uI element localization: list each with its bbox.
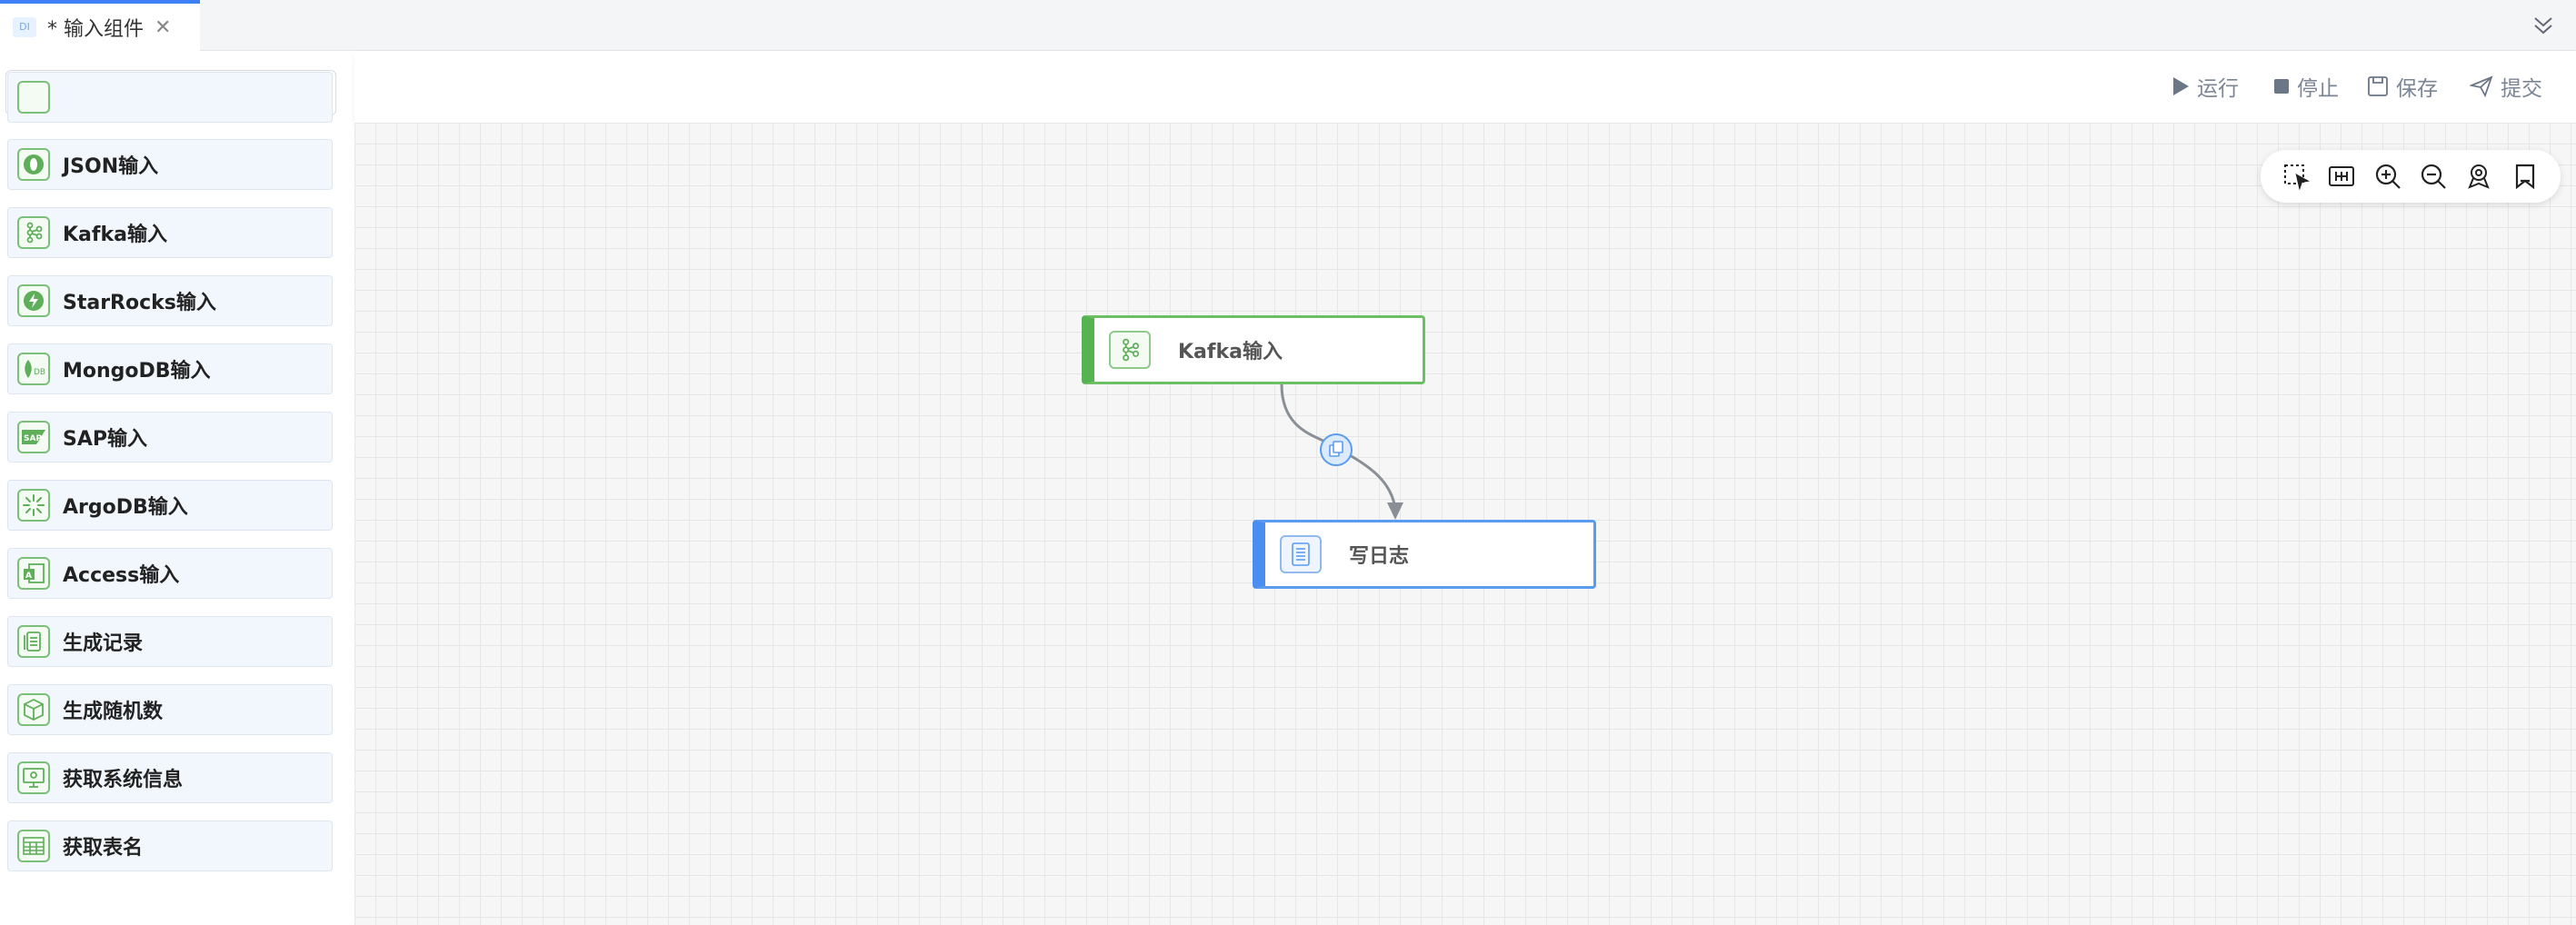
component-label: SAP输入 bbox=[63, 428, 147, 451]
list-item-generate-records[interactable]: 生成记录 bbox=[7, 616, 333, 667]
component-label: Kafka输入 bbox=[63, 224, 167, 246]
component-icon bbox=[17, 81, 50, 114]
stop-label: 停止 bbox=[2297, 77, 2339, 101]
log-icon bbox=[1280, 535, 1322, 573]
bookmark-icon[interactable] bbox=[2509, 160, 2541, 193]
close-icon[interactable]: ✕ bbox=[155, 15, 172, 39]
save-label: 保存 bbox=[2396, 77, 2438, 101]
component-label: ArgoDB输入 bbox=[63, 496, 188, 519]
node-label: Kafka输入 bbox=[1178, 341, 1283, 363]
node-write-log[interactable]: 写日志 bbox=[1253, 520, 1596, 589]
list-item-random-number[interactable]: 生成随机数 bbox=[7, 684, 333, 735]
mongodb-icon: DB bbox=[17, 353, 50, 385]
run-button[interactable]: 运行 bbox=[2172, 70, 2239, 103]
zoom-in-icon[interactable] bbox=[2371, 160, 2404, 193]
fit-view-icon[interactable] bbox=[2325, 160, 2358, 193]
list-item-partial[interactable] bbox=[7, 72, 333, 123]
run-label: 运行 bbox=[2197, 77, 2239, 101]
copy-data-icon[interactable] bbox=[1319, 433, 1353, 467]
kafka-icon bbox=[17, 216, 50, 249]
tab-input-components[interactable]: DI * 输入组件 ✕ bbox=[0, 0, 200, 51]
random-number-icon bbox=[17, 693, 50, 726]
json-icon bbox=[17, 148, 50, 181]
list-item-access-input[interactable]: A Access输入 bbox=[7, 548, 333, 599]
kafka-icon bbox=[1109, 331, 1151, 369]
list-item-kafka-input[interactable]: Kafka输入 bbox=[7, 207, 333, 258]
list-item-starrocks-input[interactable]: StarRocks输入 bbox=[7, 275, 333, 326]
zoom-out-icon[interactable] bbox=[2417, 160, 2450, 193]
generate-records-icon bbox=[17, 625, 50, 658]
system-info-icon bbox=[17, 761, 50, 794]
tab-type-icon: DI bbox=[13, 17, 36, 37]
save-icon bbox=[2368, 76, 2388, 96]
node-label: 写日志 bbox=[1349, 545, 1410, 568]
component-label: 获取表名 bbox=[63, 837, 144, 860]
component-label: 获取系统信息 bbox=[63, 769, 184, 791]
locate-icon[interactable] bbox=[2462, 160, 2495, 193]
canvas-tools bbox=[2261, 150, 2561, 203]
sap-icon: SAP bbox=[17, 421, 50, 453]
component-panel: JSON输入 Kafka输入 StarRocks输入 DB bbox=[0, 52, 354, 925]
component-label: StarRocks输入 bbox=[63, 292, 216, 314]
list-item-table-name[interactable]: 获取表名 bbox=[7, 821, 333, 871]
table-name-icon bbox=[17, 830, 50, 862]
starrocks-icon bbox=[17, 284, 50, 317]
list-item-json-input[interactable]: JSON输入 bbox=[7, 139, 333, 190]
argodb-icon bbox=[17, 489, 50, 522]
svg-text:DB: DB bbox=[34, 368, 45, 377]
list-item-argodb-input[interactable]: ArgoDB输入 bbox=[7, 480, 333, 531]
component-label: MongoDB输入 bbox=[63, 360, 211, 383]
list-item-sap-input[interactable]: SAP SAP输入 bbox=[7, 412, 333, 462]
send-icon bbox=[2470, 75, 2493, 97]
component-label: 生成随机数 bbox=[63, 701, 164, 723]
stop-button[interactable]: 停止 bbox=[2273, 70, 2339, 103]
submit-label: 提交 bbox=[2501, 77, 2542, 101]
tab-title: * 输入组件 bbox=[47, 18, 144, 41]
submit-button[interactable]: 提交 bbox=[2470, 70, 2542, 103]
svg-text:SAP: SAP bbox=[24, 434, 42, 443]
component-label: JSON输入 bbox=[63, 155, 159, 178]
component-label: 生成记录 bbox=[63, 632, 144, 655]
toolbar: 运行 停止 保存 提交 bbox=[354, 52, 2576, 123]
access-icon: A bbox=[17, 557, 50, 590]
save-button[interactable]: 保存 bbox=[2367, 70, 2438, 103]
play-icon bbox=[2173, 77, 2189, 95]
component-label: Access输入 bbox=[63, 564, 180, 587]
list-item-system-info[interactable]: 获取系统信息 bbox=[7, 752, 333, 803]
svg-text:A: A bbox=[25, 572, 32, 581]
node-kafka-input[interactable]: Kafka输入 bbox=[1082, 315, 1425, 384]
flow-canvas[interactable]: Kafka输入 写日志 bbox=[354, 123, 2576, 925]
box-select-icon[interactable] bbox=[2280, 160, 2312, 193]
tab-bar: DI * 输入组件 ✕ bbox=[0, 0, 2576, 51]
stop-icon bbox=[2274, 79, 2289, 94]
double-chevron-down-icon[interactable] bbox=[2529, 11, 2558, 40]
list-item-mongodb-input[interactable]: DB MongoDB输入 bbox=[7, 343, 333, 394]
